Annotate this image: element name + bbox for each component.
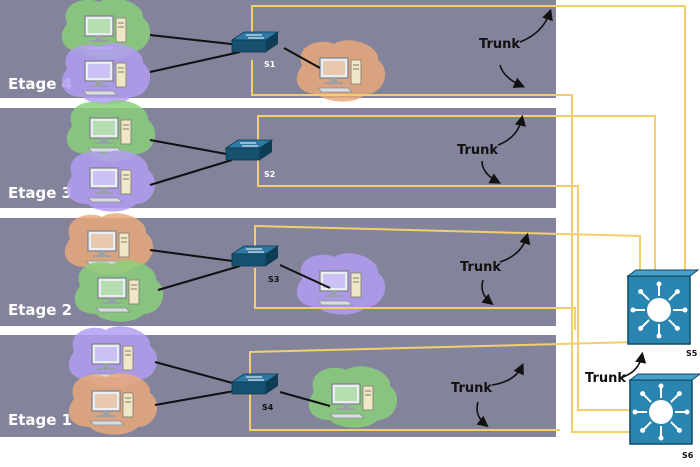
- desktop-computer-icon: [95, 277, 140, 313]
- workgroup-switch-icon: [224, 139, 274, 161]
- trunk-link: [254, 268, 576, 330]
- curved-arrow-icon: [499, 64, 526, 88]
- access-link: [157, 265, 241, 291]
- trunk-label: Trunk: [457, 143, 498, 158]
- trunk-label: Trunk: [460, 260, 501, 275]
- curved-arrow-icon: [491, 362, 524, 386]
- access-link: [279, 391, 331, 407]
- trunk-link: [249, 392, 560, 431]
- access-link: [149, 249, 241, 263]
- desktop-computer-icon: [317, 57, 362, 93]
- curved-arrow-icon: [619, 351, 647, 379]
- desktop-computer-icon: [87, 117, 132, 153]
- switch-label: S2: [264, 170, 275, 179]
- workgroup-switch-icon: [230, 245, 280, 267]
- curved-arrow-icon: [519, 8, 553, 43]
- trunk-label: Trunk: [479, 37, 520, 52]
- curved-arrow-icon: [497, 114, 526, 146]
- switch-label: S3: [268, 275, 279, 284]
- curved-arrow-icon: [499, 232, 531, 263]
- floor-label: Etage 4: [8, 75, 72, 93]
- desktop-computer-icon: [87, 167, 132, 203]
- workgroup-switch-icon: [230, 31, 280, 53]
- access-link: [149, 159, 233, 186]
- trunk-label: Trunk: [585, 371, 626, 386]
- access-link: [279, 264, 331, 289]
- floor-label: Etage 3: [8, 184, 72, 202]
- curved-arrow-icon: [476, 401, 489, 428]
- access-link: [154, 389, 241, 406]
- trunk-link: [254, 224, 641, 278]
- switch-label: S4: [262, 403, 274, 412]
- core-switch-label: S5: [686, 349, 698, 358]
- floor-label: Etage 2: [8, 301, 72, 319]
- trunk-link: [257, 115, 656, 278]
- curved-arrow-icon: [481, 279, 494, 306]
- access-link: [149, 51, 241, 73]
- floor-label: Etage 1: [8, 411, 72, 429]
- workgroup-switch-icon: [230, 373, 280, 395]
- access-link: [154, 361, 241, 386]
- trunk-link: [251, 60, 630, 433]
- desktop-computer-icon: [89, 390, 134, 426]
- trunk-link: [257, 160, 630, 411]
- desktop-computer-icon: [329, 383, 374, 419]
- switch-label: S1: [264, 60, 276, 69]
- curved-arrow-icon: [481, 160, 501, 184]
- trunk-label: Trunk: [451, 381, 492, 396]
- core-switch-label: S6: [682, 451, 694, 460]
- multilayer-switch-icon: [626, 269, 700, 345]
- access-link: [283, 47, 321, 69]
- access-link: [149, 139, 233, 156]
- access-link: [149, 34, 241, 46]
- multilayer-switch-icon: [628, 373, 700, 445]
- desktop-computer-icon: [82, 60, 127, 96]
- trunk-link: [251, 5, 686, 278]
